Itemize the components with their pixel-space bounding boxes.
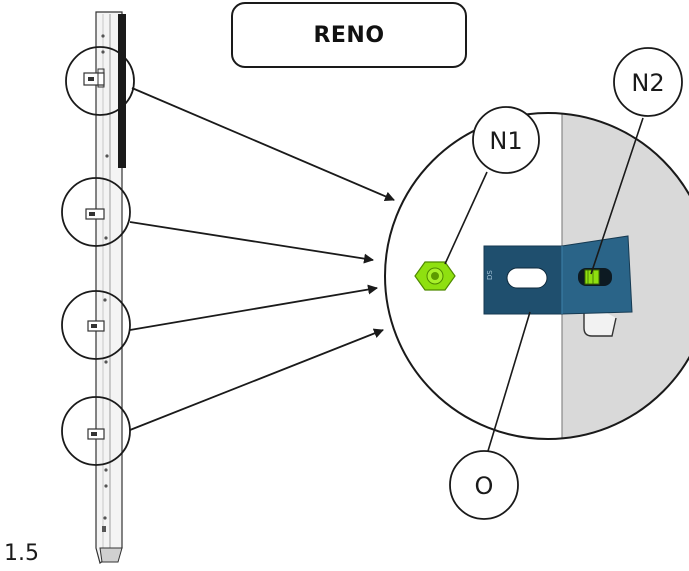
detail-circle-2	[61, 177, 131, 247]
arrow-4	[129, 328, 384, 431]
arrow-2	[129, 221, 374, 264]
zoom-detail: DS	[384, 112, 689, 440]
arrow-1	[131, 87, 395, 202]
detail-circle-1	[65, 46, 135, 116]
profile-rail	[83, 11, 126, 564]
callout-n2: N2	[613, 47, 683, 117]
svg-text:DS: DS	[486, 270, 494, 280]
callout-o: O	[449, 450, 519, 520]
detail-circle-3	[61, 290, 131, 360]
page-title: RENO	[313, 22, 385, 48]
step-number: 1.5	[4, 541, 39, 566]
leader-n1	[444, 171, 488, 265]
hex-nut-icon	[414, 261, 456, 291]
callout-o-label: O	[475, 472, 494, 500]
detail-circle-4	[61, 396, 131, 466]
rail-bracket-3	[87, 320, 105, 332]
rail-bracket-4	[87, 428, 105, 440]
nut-n2	[584, 269, 600, 285]
leader-n2	[590, 117, 644, 275]
rail-bracket-1	[83, 68, 105, 88]
arrow-3	[129, 284, 378, 331]
leader-o	[487, 311, 531, 452]
callout-n1-label: N1	[489, 127, 522, 155]
mounting-bracket-icon: DS	[483, 235, 633, 315]
callout-n2-label: N2	[631, 69, 664, 97]
callout-n1: N1	[472, 106, 540, 174]
rail-bracket-2	[85, 208, 105, 220]
title-box: RENO	[231, 2, 467, 68]
